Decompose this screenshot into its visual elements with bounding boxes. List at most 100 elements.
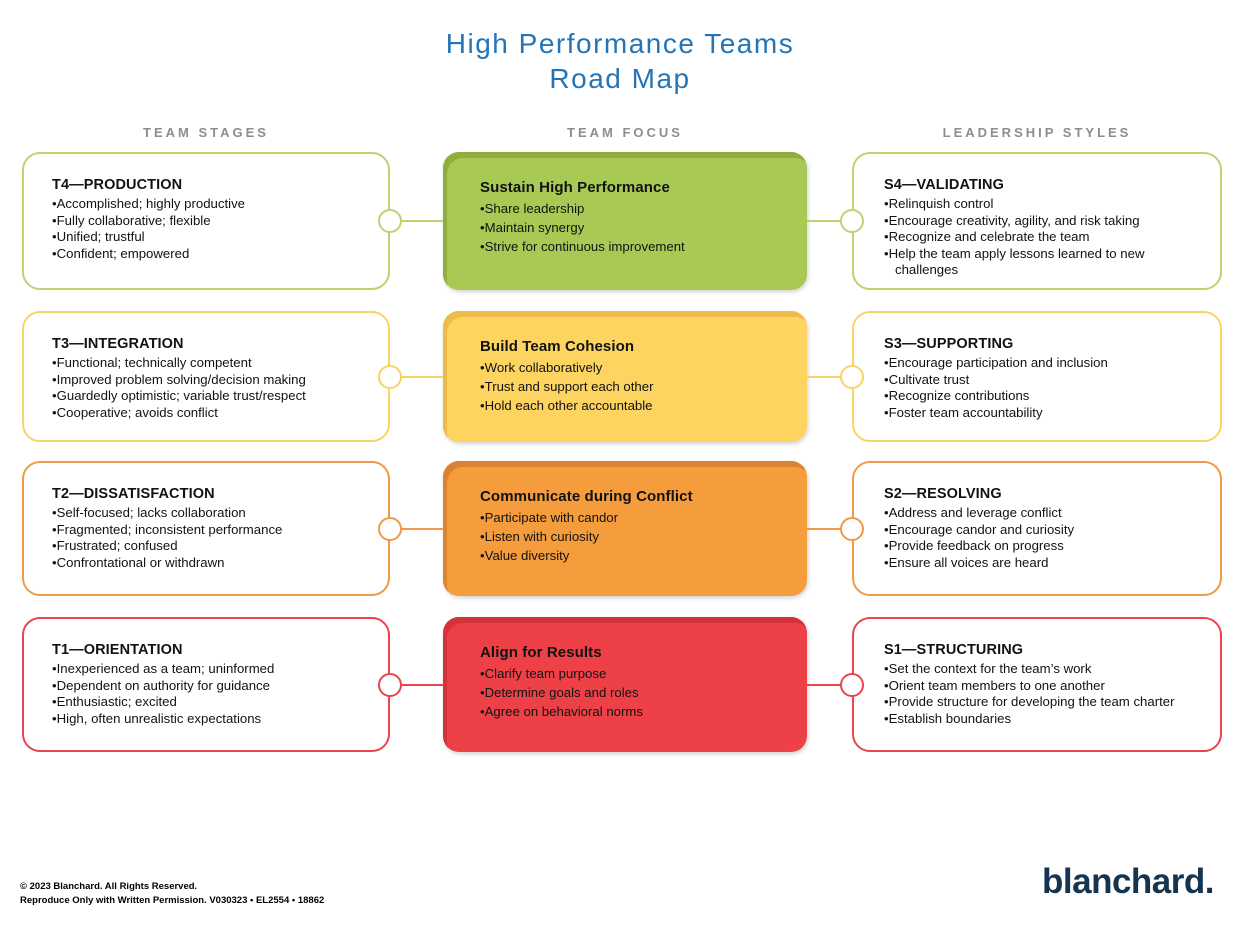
- style-bullets: Relinquish control Encourage creativity,…: [884, 196, 1204, 279]
- connector-line: [807, 527, 852, 530]
- bullet-item: Recognize and celebrate the team: [884, 229, 1204, 246]
- connector-circle: [840, 516, 864, 541]
- bullet-item: Cooperative; avoids conflict: [52, 405, 372, 422]
- stage-box-t4: T4—PRODUCTION Accomplished; highly produ…: [22, 152, 390, 290]
- style-box-s4: S4—VALIDATING Relinquish control Encoura…: [852, 152, 1222, 290]
- bullet-item: Guardedly optimistic; variable trust/res…: [52, 388, 372, 405]
- column-header-team-focus: TEAM FOCUS: [567, 125, 683, 140]
- bullet-item: Address and leverage conflict: [884, 505, 1204, 522]
- connector-circle: [378, 209, 402, 233]
- bullet-item: Functional; technically competent: [52, 355, 372, 372]
- bullet-item: High, often unrealistic expectations: [52, 711, 372, 728]
- stage-bullets: Accomplished; highly productive Fully co…: [52, 196, 372, 262]
- connector-line: [390, 220, 443, 222]
- row-production: T4—PRODUCTION Accomplished; highly produ…: [0, 152, 1240, 290]
- bullet-item: Recognize contributions: [884, 388, 1204, 405]
- stage-box-t3: T3—INTEGRATION Functional; technically c…: [22, 311, 390, 442]
- bullet-item: Strive for continuous improvement: [480, 237, 791, 256]
- focus-bullets: Work collaboratively Trust and support e…: [480, 358, 791, 415]
- bullet-item: Accomplished; highly productive: [52, 196, 372, 213]
- copyright-line2: Reproduce Only with Written Permission. …: [20, 895, 325, 906]
- connector-circle: [840, 672, 864, 697]
- stage-title: T4—PRODUCTION: [52, 177, 183, 193]
- row-integration: T3—INTEGRATION Functional; technically c…: [0, 311, 1240, 442]
- bullet-item: Listen with curiosity: [480, 527, 791, 546]
- focus-title: Align for Results: [480, 644, 602, 661]
- bullet-item: Establish boundaries: [884, 711, 1204, 728]
- bullet-item: Encourage participation and inclusion: [884, 355, 1204, 372]
- bullet-item: Clarify team purpose: [480, 664, 791, 683]
- copyright-line1: © 2023 Blanchard. All Rights Reserved.: [20, 881, 198, 892]
- focus-bullets: Clarify team purpose Determine goals and…: [480, 664, 791, 721]
- focus-box-sustain: Sustain High Performance Share leadershi…: [443, 152, 807, 290]
- bullet-item: Share leadership: [480, 199, 791, 218]
- style-title: S3—SUPPORTING: [884, 336, 1014, 352]
- focus-bullets: Participate with candor Listen with curi…: [480, 508, 791, 565]
- bullet-item: Fragmented; inconsistent performance: [52, 522, 372, 539]
- connector-line: [807, 220, 852, 222]
- style-box-s1: S1—STRUCTURING Set the context for the t…: [852, 617, 1222, 752]
- connector-line: [390, 375, 443, 378]
- bullet-item: Trust and support each other: [480, 377, 791, 396]
- style-bullets: Set the context for the team’s work Orie…: [884, 661, 1204, 727]
- row-dissatisfaction: T2—DISSATISFACTION Self-focused; lacks c…: [0, 461, 1240, 596]
- bullet-item: Confident; empowered: [52, 246, 372, 263]
- style-title: S1—STRUCTURING: [884, 642, 1024, 658]
- bullet-item: Encourage creativity, agility, and risk …: [884, 213, 1204, 230]
- focus-box-conflict: Communicate during Conflict Participate …: [443, 461, 807, 596]
- bullet-item: Confrontational or withdrawn: [52, 555, 372, 572]
- page-title: High Performance Teams Road Map: [0, 26, 1240, 96]
- stage-box-t2: T2—DISSATISFACTION Self-focused; lacks c…: [22, 461, 390, 596]
- connector-circle: [840, 209, 864, 233]
- bullet-item: Help the team apply lessons learned to n…: [884, 246, 1204, 279]
- bullet-item: Improved problem solving/decision making: [52, 372, 372, 389]
- bullet-item: Value diversity: [480, 546, 791, 565]
- bullet-item: Self-focused; lacks collaboration: [52, 505, 372, 522]
- bullet-item: Provide feedback on progress: [884, 538, 1204, 555]
- bullet-item: Unified; trustful: [52, 229, 372, 246]
- copyright-text: © 2023 Blanchard. All Rights Reserved. R…: [20, 880, 324, 908]
- bullet-item: Provide structure for developing the tea…: [884, 694, 1204, 711]
- bullet-item: Enthusiastic; excited: [52, 694, 372, 711]
- connector-line: [390, 527, 443, 530]
- bullet-item: Inexperienced as a team; uninformed: [52, 661, 372, 678]
- style-box-s2: S2—RESOLVING Address and leverage confli…: [852, 461, 1222, 596]
- bullet-item: Frustrated; confused: [52, 538, 372, 555]
- bullet-item: Agree on behavioral norms: [480, 702, 791, 721]
- page-title-line1: High Performance Teams: [445, 28, 795, 59]
- connector-line: [807, 375, 852, 378]
- bullet-item: Orient team members to one another: [884, 678, 1204, 695]
- bullet-item: Relinquish control: [884, 196, 1204, 213]
- style-title: S2—RESOLVING: [884, 486, 1002, 502]
- bullet-item: Encourage candor and curiosity: [884, 522, 1204, 539]
- stage-title: T3—INTEGRATION: [52, 336, 184, 352]
- focus-box-align: Align for Results Clarify team purpose D…: [443, 617, 807, 752]
- connector-line: [807, 683, 852, 686]
- blanchard-logo: blanchard.: [1042, 862, 1214, 901]
- page-title-line2: Road Map: [549, 63, 691, 94]
- connector-circle: [378, 516, 402, 541]
- style-bullets: Address and leverage conflict Encourage …: [884, 505, 1204, 571]
- stage-bullets: Inexperienced as a team; uninformed Depe…: [52, 661, 372, 727]
- stage-bullets: Functional; technically competent Improv…: [52, 355, 372, 421]
- connector-line: [390, 683, 443, 686]
- bullet-item: Participate with candor: [480, 508, 791, 527]
- focus-title: Build Team Cohesion: [480, 338, 635, 355]
- stage-title: T1—ORIENTATION: [52, 642, 183, 658]
- bullet-item: Dependent on authority for guidance: [52, 678, 372, 695]
- focus-bullets: Share leadership Maintain synergy Strive…: [480, 199, 791, 256]
- connector-circle: [840, 364, 864, 389]
- bullet-item: Set the context for the team’s work: [884, 661, 1204, 678]
- stage-box-t1: T1—ORIENTATION Inexperienced as a team; …: [22, 617, 390, 752]
- focus-box-cohesion: Build Team Cohesion Work collaboratively…: [443, 311, 807, 442]
- connector-circle: [378, 672, 402, 697]
- bullet-item: Hold each other accountable: [480, 396, 791, 415]
- bullet-item: Fully collaborative; flexible: [52, 213, 372, 230]
- focus-title: Communicate during Conflict: [480, 488, 693, 505]
- column-header-team-stages: TEAM STAGES: [143, 125, 269, 140]
- style-box-s3: S3—SUPPORTING Encourage participation an…: [852, 311, 1222, 442]
- stage-bullets: Self-focused; lacks collaboration Fragme…: [52, 505, 372, 571]
- bullet-item: Work collaboratively: [480, 358, 791, 377]
- bullet-item: Foster team accountability: [884, 405, 1204, 422]
